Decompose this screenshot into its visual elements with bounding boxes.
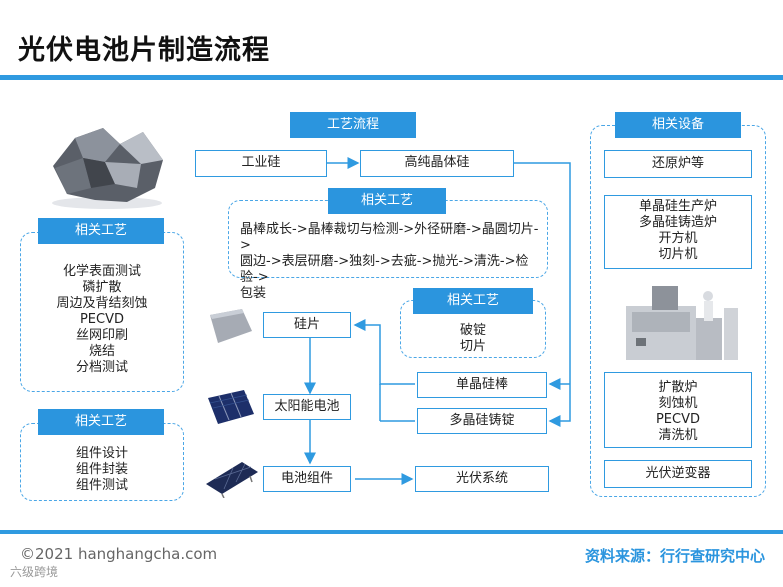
multi-ingot-box: 多晶硅铸锭: [417, 408, 547, 434]
arrow-purity-to-ingot: [514, 162, 571, 427]
mono-rod-box: 单晶硅棒: [417, 372, 547, 398]
mid-process-header: 相关工艺: [413, 288, 533, 314]
solar-cell-image: [204, 386, 256, 426]
left-process-text-2: 组件设计 组件封装 组件测试: [75, 446, 128, 493]
title-divider: [0, 75, 783, 80]
footer-divider: [0, 530, 783, 534]
high-purity-silicon-box: 高纯晶体硅: [360, 150, 514, 177]
left-process-header-1: 相关工艺: [38, 218, 164, 244]
wafer-process-text: 晶棒成长->晶棒裁切与检测->外径研磨->晶圆切片-> 圆边->表层研磨->独刻…: [240, 222, 539, 301]
left-process-panel-1: [20, 232, 184, 392]
solar-cell-box: 太阳能电池: [263, 394, 351, 420]
module-box: 电池组件: [263, 466, 351, 492]
process-flow-header: 工艺流程: [290, 112, 416, 138]
left-process-header-2: 相关工艺: [38, 409, 164, 435]
watermark-text: 六级跨境: [10, 565, 59, 579]
wafer-box: 硅片: [263, 312, 351, 338]
equipment-box-1: 还原炉等: [604, 150, 752, 178]
equipment-box-4: 光伏逆变器: [604, 460, 752, 488]
wafer-process-header: 相关工艺: [328, 188, 446, 214]
mid-process-text: 破锭 切片: [459, 323, 486, 354]
equipment-image: [622, 278, 748, 364]
wafer-image: [204, 305, 254, 345]
industrial-silicon-box: 工业硅: [195, 150, 327, 177]
copyright-text: ©2021 hanghangcha.com: [20, 545, 218, 563]
equipment-header: 相关设备: [615, 112, 741, 138]
equipment-box-2: 单晶硅生产炉 多晶硅铸造炉 开方机 切片机: [604, 195, 752, 269]
source-text: 资料来源：行行查研究中心: [584, 547, 765, 565]
page-title: 光伏电池片制造流程: [18, 35, 270, 66]
silicon-image: [45, 118, 170, 213]
left-process-text-1: 化学表面测试 磷扩散 周边及背结刻蚀 PECVD 丝网印刷 烧结 分档测试: [56, 264, 148, 375]
arrow-rod-to-wafer: [353, 319, 415, 385]
equipment-box-3: 扩散炉 刻蚀机 PECVD 清洗机: [604, 372, 752, 448]
pv-system-box: 光伏系统: [415, 466, 549, 492]
module-image: [202, 458, 260, 499]
